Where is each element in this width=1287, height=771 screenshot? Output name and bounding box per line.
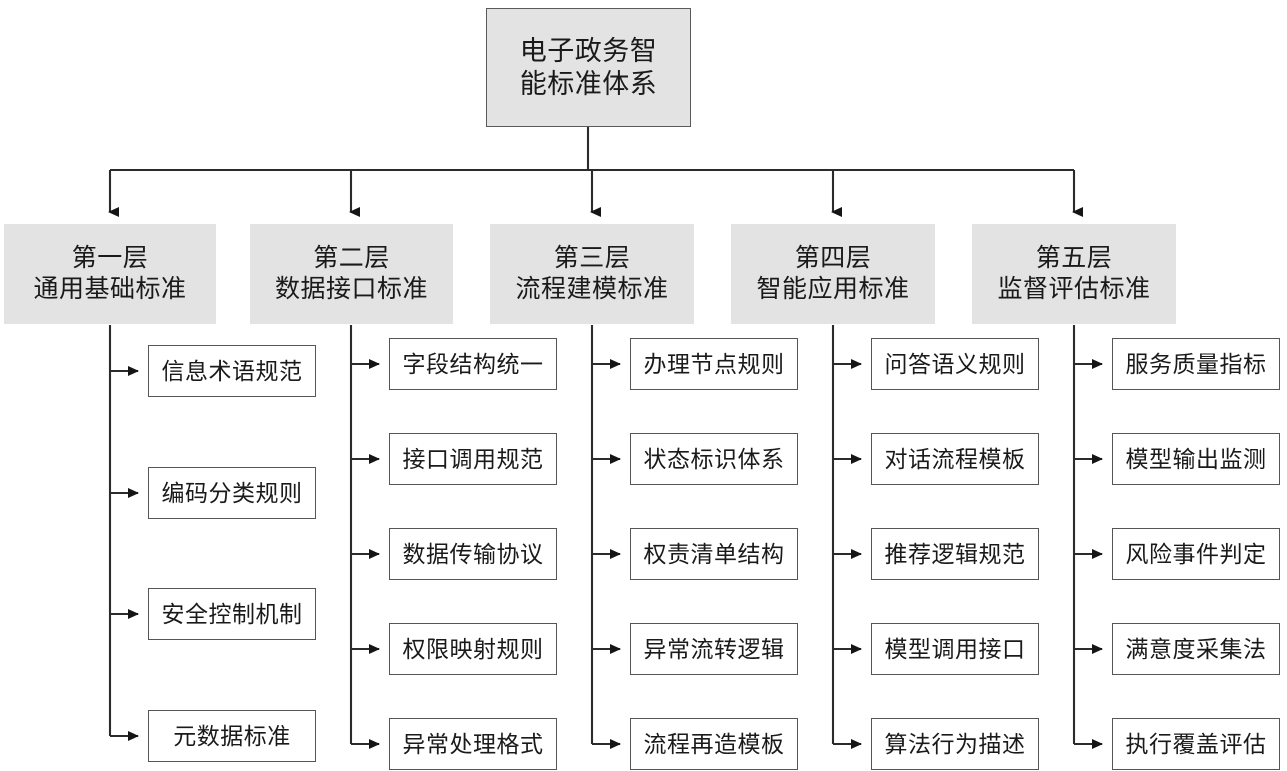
leaf-label: 服务质量指标 (1125, 351, 1267, 377)
leaf-label: 模型输出监测 (1125, 446, 1267, 472)
leaf-label: 执行覆盖评估 (1125, 731, 1267, 757)
leaf-label: 安全控制机制 (161, 601, 303, 627)
leaf-label: 推荐逻辑规范 (884, 541, 1026, 567)
leaf-label: 办理节点规则 (643, 351, 785, 377)
layer-2-title-line2: 数据接口标准 (274, 276, 428, 303)
leaf-node-layer5-item3[interactable]: 风险事件判定 (1112, 528, 1280, 580)
leaf-label: 流程再造模板 (643, 731, 785, 757)
layer-3-title-line1: 第三层 (553, 244, 631, 272)
leaf-label: 风险事件判定 (1125, 541, 1267, 567)
layer-3-title-line2: 流程建模标准 (515, 276, 669, 303)
leaf-node-layer1-item1[interactable]: 信息术语规范 (148, 345, 316, 397)
layer-header-2[interactable]: 第二层 数据接口标准 (250, 224, 453, 324)
leaf-node-layer5-item1[interactable]: 服务质量指标 (1112, 338, 1280, 390)
leaf-label: 对话流程模板 (884, 446, 1026, 472)
leaf-node-layer4-item3[interactable]: 推荐逻辑规范 (871, 528, 1039, 580)
leaf-node-layer2-item2[interactable]: 接口调用规范 (389, 433, 557, 485)
leaf-label: 满意度采集法 (1125, 636, 1267, 662)
leaf-node-layer1-item4[interactable]: 元数据标准 (148, 710, 316, 762)
leaf-label: 权责清单结构 (643, 541, 785, 567)
root-label-line1: 电子政务智 (519, 35, 658, 66)
leaf-label: 权限映射规则 (402, 636, 544, 662)
layer-4-title-line1: 第四层 (794, 244, 872, 272)
layer-header-5[interactable]: 第五层 监督评估标准 (972, 224, 1176, 324)
leaf-node-layer2-item3[interactable]: 数据传输协议 (389, 528, 557, 580)
root-label-line2: 能标准体系 (519, 68, 658, 99)
leaf-label: 状态标识体系 (643, 446, 785, 472)
leaf-node-layer2-item5[interactable]: 异常处理格式 (389, 718, 557, 770)
leaf-node-layer3-item4[interactable]: 异常流转逻辑 (630, 623, 798, 675)
leaf-node-layer5-item5[interactable]: 执行覆盖评估 (1112, 718, 1280, 770)
leaf-label: 问答语义规则 (884, 351, 1026, 377)
leaf-node-layer3-item2[interactable]: 状态标识体系 (630, 433, 798, 485)
leaf-node-layer3-item5[interactable]: 流程再造模板 (630, 718, 798, 770)
leaf-node-layer5-item2[interactable]: 模型输出监测 (1112, 433, 1280, 485)
leaf-node-layer4-item4[interactable]: 模型调用接口 (871, 623, 1039, 675)
leaf-label: 异常处理格式 (402, 731, 544, 757)
layer-1-title-line1: 第一层 (71, 244, 149, 272)
layer-header-1[interactable]: 第一层 通用基础标准 (4, 224, 216, 324)
layer-5-title-line1: 第五层 (1035, 244, 1113, 272)
leaf-label: 接口调用规范 (402, 446, 544, 472)
leaf-node-layer4-item5[interactable]: 算法行为描述 (871, 718, 1039, 770)
leaf-node-layer2-item4[interactable]: 权限映射规则 (389, 623, 557, 675)
leaf-node-layer1-item3[interactable]: 安全控制机制 (148, 588, 316, 640)
layer-header-4[interactable]: 第四层 智能应用标准 (731, 224, 935, 324)
leaf-label: 编码分类规则 (161, 480, 303, 506)
leaf-node-layer2-item1[interactable]: 字段结构统一 (389, 338, 557, 390)
leaf-label: 信息术语规范 (161, 358, 303, 384)
leaf-node-layer4-item2[interactable]: 对话流程模板 (871, 433, 1039, 485)
layer-1-title-line2: 通用基础标准 (33, 276, 187, 303)
leaf-node-layer3-item3[interactable]: 权责清单结构 (630, 528, 798, 580)
root-node[interactable]: 电子政务智 能标准体系 (486, 8, 691, 127)
leaf-label: 算法行为描述 (884, 731, 1026, 757)
layer-header-3[interactable]: 第三层 流程建模标准 (490, 224, 694, 324)
leaf-label: 元数据标准 (173, 723, 291, 749)
leaf-label: 模型调用接口 (884, 636, 1026, 662)
layer-4-title-line2: 智能应用标准 (756, 276, 910, 303)
leaf-label: 数据传输协议 (402, 541, 544, 567)
leaf-node-layer4-item1[interactable]: 问答语义规则 (871, 338, 1039, 390)
leaf-node-layer5-item4[interactable]: 满意度采集法 (1112, 623, 1280, 675)
leaf-label: 异常流转逻辑 (643, 636, 785, 662)
layer-2-title-line1: 第二层 (313, 244, 390, 272)
leaf-label: 字段结构统一 (402, 351, 544, 377)
layer-5-title-line2: 监督评估标准 (997, 276, 1151, 303)
leaf-node-layer3-item1[interactable]: 办理节点规则 (630, 338, 798, 390)
leaf-node-layer1-item2[interactable]: 编码分类规则 (148, 467, 316, 519)
